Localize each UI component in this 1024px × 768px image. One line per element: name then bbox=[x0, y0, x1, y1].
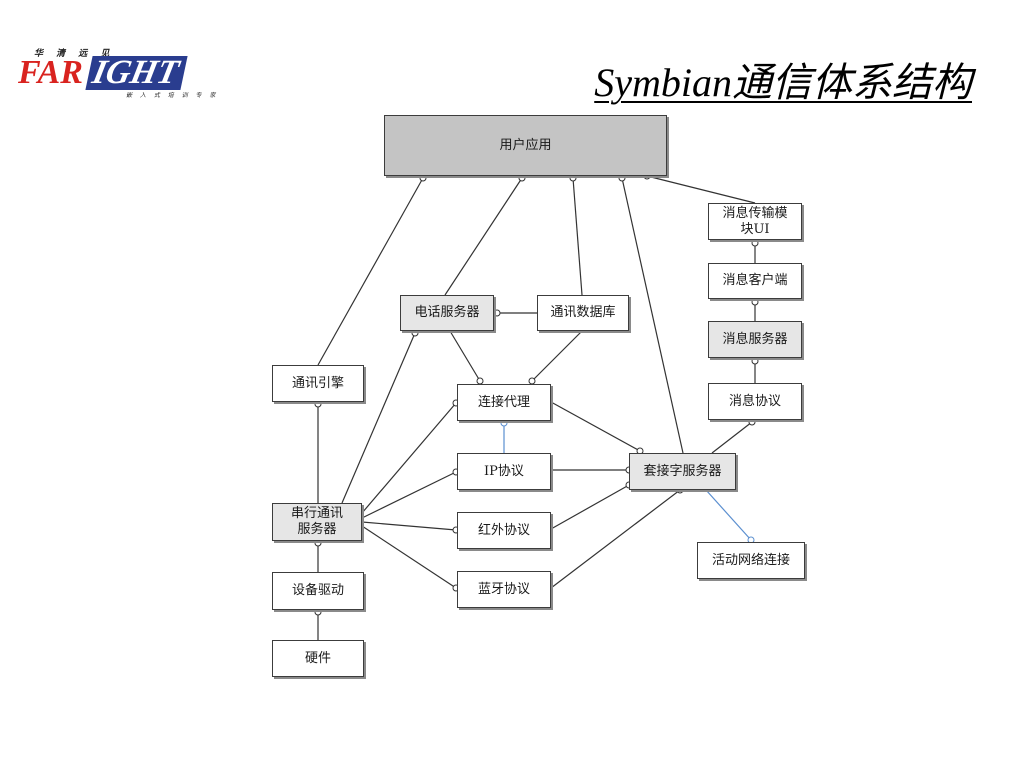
node-serial-comms-server: 串行通讯 服务器 bbox=[272, 503, 362, 541]
node-user-app: 用户应用 bbox=[384, 115, 667, 176]
edge-serial-ip bbox=[361, 471, 457, 519]
edge-msgprotocol-socketserver bbox=[711, 421, 753, 454]
slide-title: Symbian通信体系结构 bbox=[594, 60, 972, 105]
edge-userapp-commsdb bbox=[572, 177, 583, 296]
node-msg-protocol: 消息协议 bbox=[708, 383, 802, 420]
edge-serial-infrared bbox=[361, 521, 457, 531]
edge-serial-connectionagent bbox=[361, 402, 457, 514]
connector-dot bbox=[751, 239, 759, 247]
node-connection-agent: 连接代理 bbox=[457, 384, 551, 421]
edge-userapp-socketserver bbox=[621, 177, 684, 454]
node-ip-protocol: IP协议 bbox=[457, 453, 551, 490]
edge-bluetooth-socketserver bbox=[550, 489, 681, 589]
edge-telephony-connectionagent bbox=[449, 330, 481, 382]
node-telephony-server: 电话服务器 bbox=[400, 295, 494, 331]
edge-userapp-commsengine bbox=[317, 177, 424, 366]
logo-brand-left: FAR bbox=[18, 54, 83, 91]
node-msg-transport-ui: 消息传输模 块UI bbox=[708, 203, 802, 240]
node-msg-server: 消息服务器 bbox=[708, 321, 802, 358]
logo-tagline-top: 华 清 远 见 bbox=[34, 49, 115, 59]
edge-socketserver-activenetwork bbox=[705, 489, 752, 541]
edge-userapp-telephony bbox=[444, 177, 523, 296]
node-active-network-connection: 活动网络连接 bbox=[697, 542, 805, 579]
node-hardware: 硬件 bbox=[272, 640, 364, 677]
edge-userapp-msgtransport bbox=[646, 175, 756, 204]
edge-serial-telephony bbox=[341, 332, 416, 504]
connector-dot bbox=[493, 309, 501, 317]
edge-commsdb-connectionagent bbox=[531, 330, 583, 382]
node-infrared-protocol: 红外协议 bbox=[457, 512, 551, 549]
logo-tagline-bottom: 嵌 入 式 培 训 专 家 bbox=[126, 92, 219, 99]
node-comms-engine: 通讯引擎 bbox=[272, 365, 364, 402]
edge-infrared-socketserver bbox=[550, 484, 630, 530]
node-socket-server: 套接字服务器 bbox=[629, 453, 736, 490]
connector-dot bbox=[751, 298, 759, 306]
edge-serial-bluetooth bbox=[361, 525, 457, 589]
node-comms-db: 通讯数据库 bbox=[537, 295, 629, 331]
node-device-driver: 设备驱动 bbox=[272, 572, 364, 610]
node-bluetooth-protocol: 蓝牙协议 bbox=[457, 571, 551, 608]
edge-connectionagent-socketserver bbox=[550, 401, 641, 452]
connector-dot bbox=[751, 357, 759, 365]
node-msg-client: 消息客户端 bbox=[708, 263, 802, 299]
